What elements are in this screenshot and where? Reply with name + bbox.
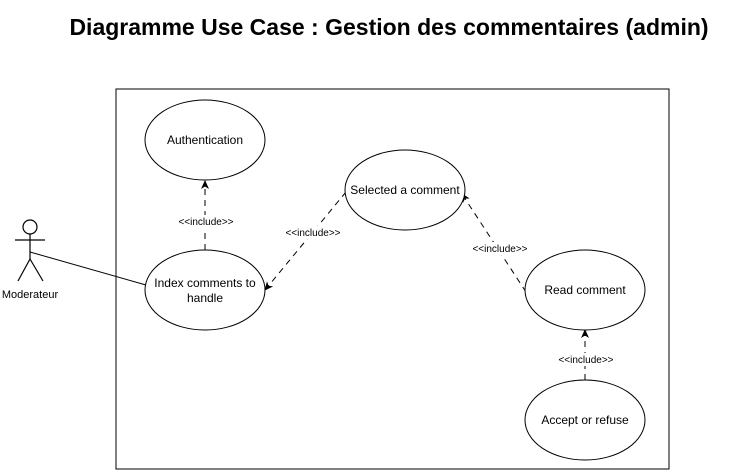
association-line [29, 251, 147, 286]
use-case-label-line-1: Index comments to [154, 276, 256, 290]
actor-label: Moderateur [2, 289, 59, 301]
use-case-read-comment[interactable]: Read comment [524, 249, 646, 331]
use-case-accept-refuse[interactable]: Accept or refuse [524, 379, 646, 461]
use-case-label: Selected a comment [350, 183, 460, 197]
include-label-read: <<include>> [472, 244, 527, 255]
use-case-label: Read comment [544, 283, 626, 297]
actor-moderateur[interactable]: Moderateur [2, 219, 59, 301]
include-label-auth: <<include>> [178, 217, 233, 228]
use-case-label: Authentication [167, 133, 243, 147]
diagram-title: Diagramme Use Case : Gestion des comment… [69, 14, 709, 40]
use-case-index-comments[interactable]: Index comments to handle [144, 249, 266, 331]
use-case-authentication[interactable]: Authentication [144, 99, 266, 181]
use-case-label-line-2: handle [187, 291, 223, 305]
actor-head [22, 219, 38, 235]
use-case-selected-comment[interactable]: Selected a comment [344, 149, 466, 231]
use-case-label: Accept or refuse [541, 413, 629, 427]
include-label-accept: <<include>> [558, 355, 613, 366]
include-label-selected: <<include>> [285, 228, 340, 239]
